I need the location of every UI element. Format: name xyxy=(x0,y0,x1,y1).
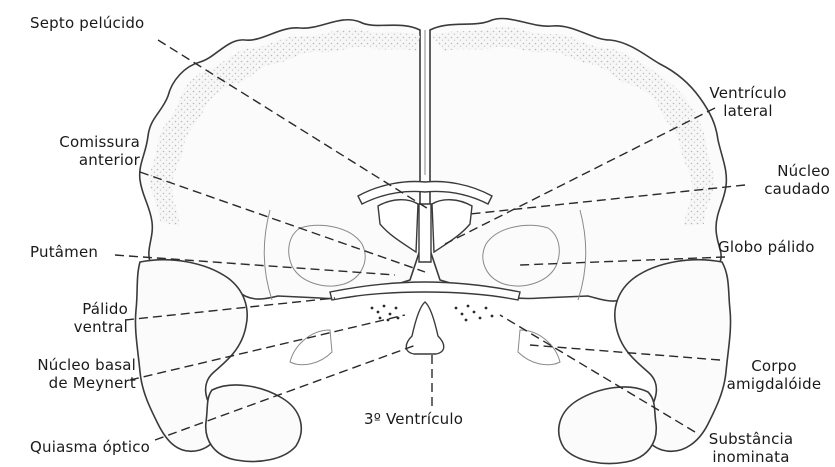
label-text: Corpo xyxy=(718,357,830,375)
label-putamen: Putâmen xyxy=(30,243,98,261)
label-text: de Meynert xyxy=(6,374,136,392)
label-ventriculo-lateral: Ventrículo lateral xyxy=(692,84,804,120)
label-text: 3º Ventrículo xyxy=(364,410,463,428)
label-text: caudado xyxy=(720,180,830,198)
label-text: Quiasma óptico xyxy=(30,438,150,456)
label-nucleo-basal-meynert: Núcleo basal de Meynert xyxy=(6,356,136,392)
label-text: Globo pálido xyxy=(718,238,815,256)
label-septo-pelucido: Septo pelúcido xyxy=(30,14,144,32)
label-substancia-inominata: Substância inominata xyxy=(696,430,806,466)
label-text: Septo pelúcido xyxy=(30,14,144,32)
label-text: ventral xyxy=(30,318,128,336)
label-palido-ventral: Pálido ventral xyxy=(30,300,128,336)
label-quiasma-optico: Quiasma óptico xyxy=(30,438,150,456)
label-text: amigdalóide xyxy=(718,375,830,393)
label-text: anterior xyxy=(22,151,140,169)
label-text: Ventrículo xyxy=(692,84,804,102)
label-terceiro-ventriculo: 3º Ventrículo xyxy=(364,410,463,428)
label-comissura-anterior: Comissura anterior xyxy=(22,133,140,169)
label-nucleo-caudado: Núcleo caudado xyxy=(720,162,830,198)
label-text: Comissura xyxy=(22,133,140,151)
label-text: Substância xyxy=(696,430,806,448)
label-text: inominata xyxy=(696,448,806,466)
label-text: Núcleo xyxy=(720,162,830,180)
label-globo-palido: Globo pálido xyxy=(718,238,815,256)
label-text: Pálido xyxy=(30,300,128,318)
label-corpo-amigdaloide: Corpo amigdalóide xyxy=(718,357,830,393)
label-text: lateral xyxy=(692,102,804,120)
label-text: Núcleo basal xyxy=(6,356,136,374)
label-text: Putâmen xyxy=(30,243,98,261)
